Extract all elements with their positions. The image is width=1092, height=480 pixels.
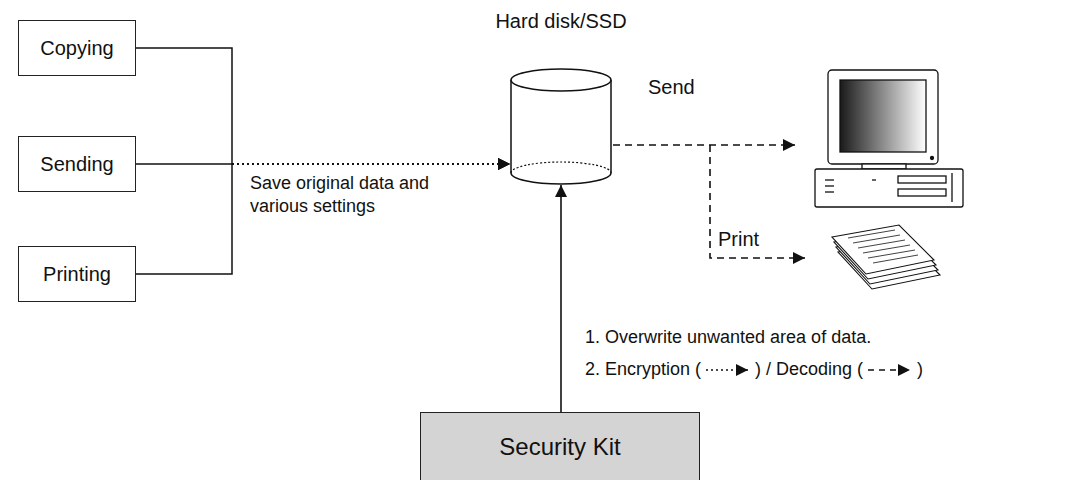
box-label: Printing [43,263,111,286]
flow-note: Save original data and various settings [250,172,438,219]
flow-label: Send [648,74,695,100]
box-label: Copying [40,37,113,60]
output-lines [613,145,805,258]
send-line [613,144,795,146]
function-note: 1. Overwrite unwanted area of data. [585,326,871,349]
line-sample [704,363,752,377]
cylinder-outline [510,68,612,185]
process-box: Copying [18,20,136,76]
box-label: Sending [40,153,113,176]
storage-cylinder: Hard disk/SSD [510,10,612,185]
print-line [710,145,805,258]
function-note: 2. Encryption ( [585,358,701,381]
connector [561,185,562,412]
function-note: ) / Decoding ( [755,358,863,381]
connector [136,164,510,274]
box-label: Security Kit [499,433,620,461]
line-sample [866,363,914,377]
flow-label: Print [718,226,759,252]
connector [136,48,510,164]
process-box: Sending [18,136,136,192]
function-note: ) [917,358,923,381]
storage-label: Hard disk/SSD [495,10,626,33]
connector-layer [136,48,561,412]
computer-icon [815,70,963,207]
process-box: Printing [18,246,136,302]
function-note-row: 2. Encryption ( ) / Decoding () [585,358,923,381]
paper-stack-icon [832,225,940,289]
connector [136,164,510,165]
security-kit-box: Security Kit [420,412,700,480]
